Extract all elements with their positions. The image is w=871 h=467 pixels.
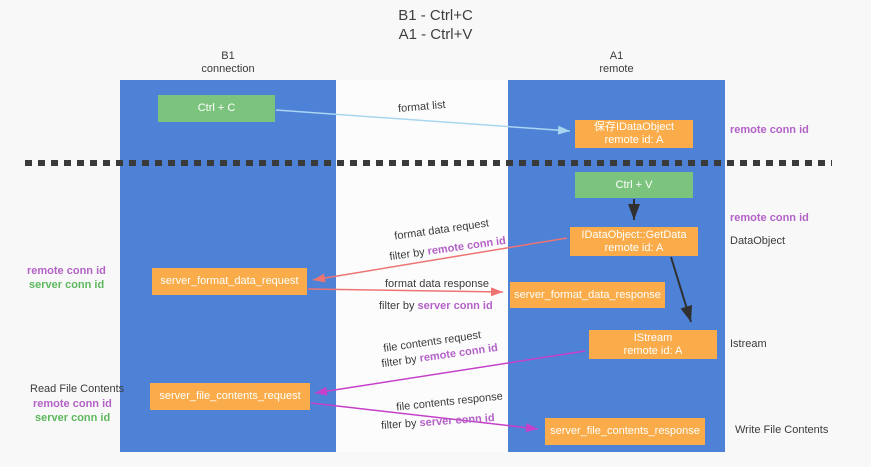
read-file-contents-annotation: Read File Contents [30,383,125,395]
save-dataobject-line1: 保存IDataObject [593,121,675,133]
server-conn-id-key: server conn id [417,300,493,312]
column-header-b1: B1 connection [120,50,336,76]
server-format-data-request-box: server_format_data_request [152,268,307,295]
format-data-response-flow-label: format data response [385,278,489,290]
getdata-line1: IDataObject::GetData [581,228,687,241]
diagram-title: B1 - Ctrl+C A1 - Ctrl+V [0,6,871,44]
left-server-conn-id-top: server conn id [29,279,105,291]
column-a1-role: remote [599,63,634,75]
istream-box: IStream remote id: A [589,330,717,359]
write-file-contents-annotation: Write File Contents [735,424,829,436]
format-request-arrow [312,237,568,283]
save-dataobject-box: 保存IDataObject remote id: A [575,120,693,148]
file-request-label: server_file_contents_request [159,390,301,402]
file-request-arrow [314,350,586,396]
istream-annotation: Istream [730,338,767,350]
title-line-1: B1 - Ctrl+C [398,7,473,24]
format-response-filter-label: filter by server conn id [379,300,493,312]
format-request-label: server_format_data_request [160,275,299,287]
dataobject-annotation: DataObject [730,235,786,247]
column-b1-role: connection [201,63,255,75]
left-remote-conn-id-bottom: remote conn id [33,398,112,410]
server-format-data-response-box: server_format_data_response [510,282,665,308]
format-response-label: server_format_data_response [514,288,661,301]
left-remote-conn-id-top: remote conn id [27,265,106,277]
istream-line2: remote id: A [623,344,683,357]
ctrl-v-label: Ctrl + V [615,178,653,191]
server-file-contents-request-box: server_file_contents_request [150,383,310,410]
idataobject-getdata-box: IDataObject::GetData remote id: A [570,227,698,256]
ctrl-c-box: Ctrl + C [158,95,275,122]
format-response-arrow [307,287,504,297]
file-response-arrow [310,402,539,433]
right-remote-conn-id-top: remote conn id [730,124,809,136]
server-file-contents-response-box: server_file_contents_response [545,418,705,445]
getdata-line2: remote id: A [604,241,664,254]
format-list-arrow [275,109,571,135]
save-dataobject-line2: remote id: A [604,134,664,146]
session-separator-dashed-line [25,160,832,166]
right-remote-conn-id-mid: remote conn id [730,212,809,224]
file-response-label: server_file_contents_response [550,425,700,437]
ctrl-v-box: Ctrl + V [575,172,693,198]
column-b1-name: B1 [221,50,235,62]
title-line-2: A1 - Ctrl+V [398,26,473,43]
ctrl-c-label: Ctrl + C [197,102,236,114]
left-server-conn-id-bottom: server conn id [35,412,111,424]
filter-by-text: filter by [379,300,418,312]
getdata-to-istream-arrow [670,256,693,323]
column-header-a1: A1 remote [508,50,725,76]
center-gap-panel [336,80,508,452]
column-a1-name: A1 [609,50,624,62]
istream-line1: IStream [633,331,673,344]
